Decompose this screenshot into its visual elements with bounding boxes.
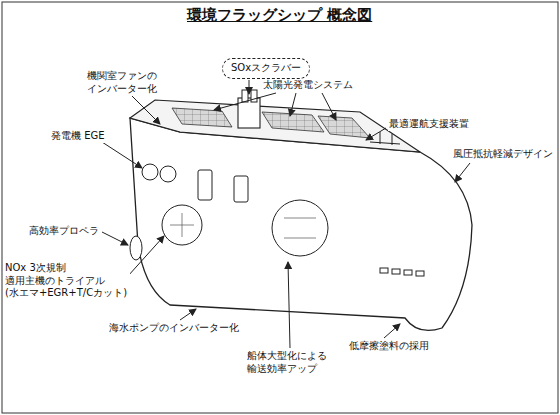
callout-label: 風圧抵抗軽減デザイン	[452, 148, 554, 161]
callout-label: 船体大型化による 輸送効率アップ	[246, 350, 340, 375]
diagram-title: 環境フラッグシップ 概念図	[187, 6, 372, 25]
callout-label: 最適運航支援装置	[388, 118, 470, 131]
callout-label: 発電機 EGE	[50, 130, 106, 143]
callout-label: NOx 3次規制 適用主機のトライアル (水エマ+EGR+T/Cカット)	[4, 262, 130, 300]
callout-label: 低摩擦塗料の採用	[348, 340, 430, 353]
callout-label: 機関室ファンの インバーター化	[86, 70, 164, 95]
callout-box: SOxスクラバー	[222, 58, 310, 79]
callout-label: 太陽光発電システム	[262, 79, 354, 92]
node-text: SOxスクラバー	[231, 62, 301, 73]
callout-label: 高効率プロペラ	[28, 225, 100, 238]
callout-label: 海水ポンプのインバーター化	[108, 322, 240, 335]
